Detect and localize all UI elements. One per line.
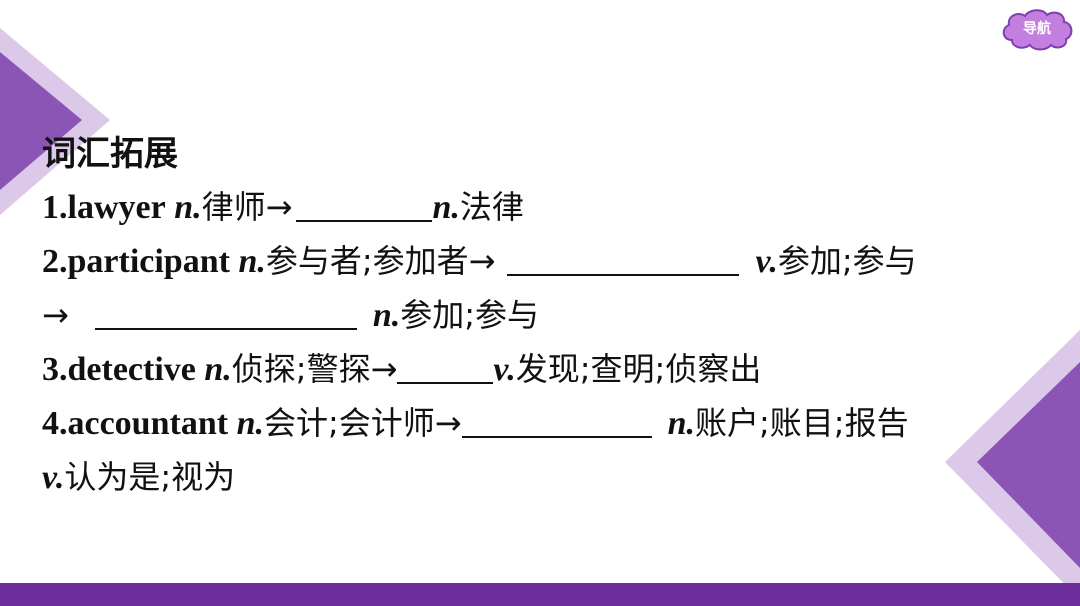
part-of-speech: n. [204,351,232,388]
definition: 认为是;视为 [64,458,236,496]
vocab-item-2-continued: → n.参加;参与 [42,288,1052,342]
part-of-speech: n. [372,297,401,334]
vocab-item-4: 4.accountant n.会计;会计师→n.账户;账目;报告 [42,396,1052,450]
definition: 账户;账目;报告 [695,404,909,442]
cloud-icon [1002,9,1073,51]
part-of-speech: n. [432,189,460,226]
definition: 侦探;警探→ [231,350,398,388]
definition: 法律 [459,188,524,226]
part-of-speech: n. [236,405,264,442]
nav-label: 导航 [1023,21,1051,37]
part-of-speech: n. [174,189,202,226]
word: 4.accountant [42,405,229,442]
vocab-item-2: 2.participant n.参与者;参加者→ v.参加;参与 [42,234,1052,288]
answer-blank[interactable] [461,406,652,438]
bottom-bar [0,583,1080,606]
definition: 发现;查明;侦察出 [515,350,762,388]
answer-blank[interactable] [94,298,357,330]
answer-blank[interactable] [296,190,433,222]
word: 3.detective [42,351,196,388]
right-triangle-dark [977,362,1080,568]
top-left-triangle-dark [0,52,82,190]
definition: 参加;参与 [400,296,540,334]
section-heading: 词汇拓展 [42,134,178,174]
definition: 律师→ [201,188,293,226]
definition: 参与者;参加者→ [265,242,496,280]
definition: 会计;会计师→ [263,404,462,442]
vocab-section: 词汇拓展 1.lawyer n.律师→n.法律 2.participant n.… [42,128,1052,504]
nav-button[interactable]: 导航 [998,6,1076,52]
vocab-item-1: 1.lawyer n.律师→n.法律 [42,180,1052,234]
part-of-speech: v. [42,459,65,496]
part-of-speech: n. [238,243,266,280]
word: 2.participant [42,243,230,280]
answer-blank[interactable] [507,244,740,276]
word: 1.lawyer [42,189,166,226]
part-of-speech: v. [493,351,516,388]
vocab-item-3: 3.detective n.侦探;警探→ v.发现;查明;侦察出 [42,342,1052,396]
part-of-speech: v. [755,243,778,280]
part-of-speech: n. [667,405,696,442]
arrow: → [42,296,69,334]
answer-blank[interactable] [397,352,494,384]
definition: 参加;参与 [777,242,917,280]
vocab-item-4-continued: v.认为是;视为 [42,450,1052,504]
